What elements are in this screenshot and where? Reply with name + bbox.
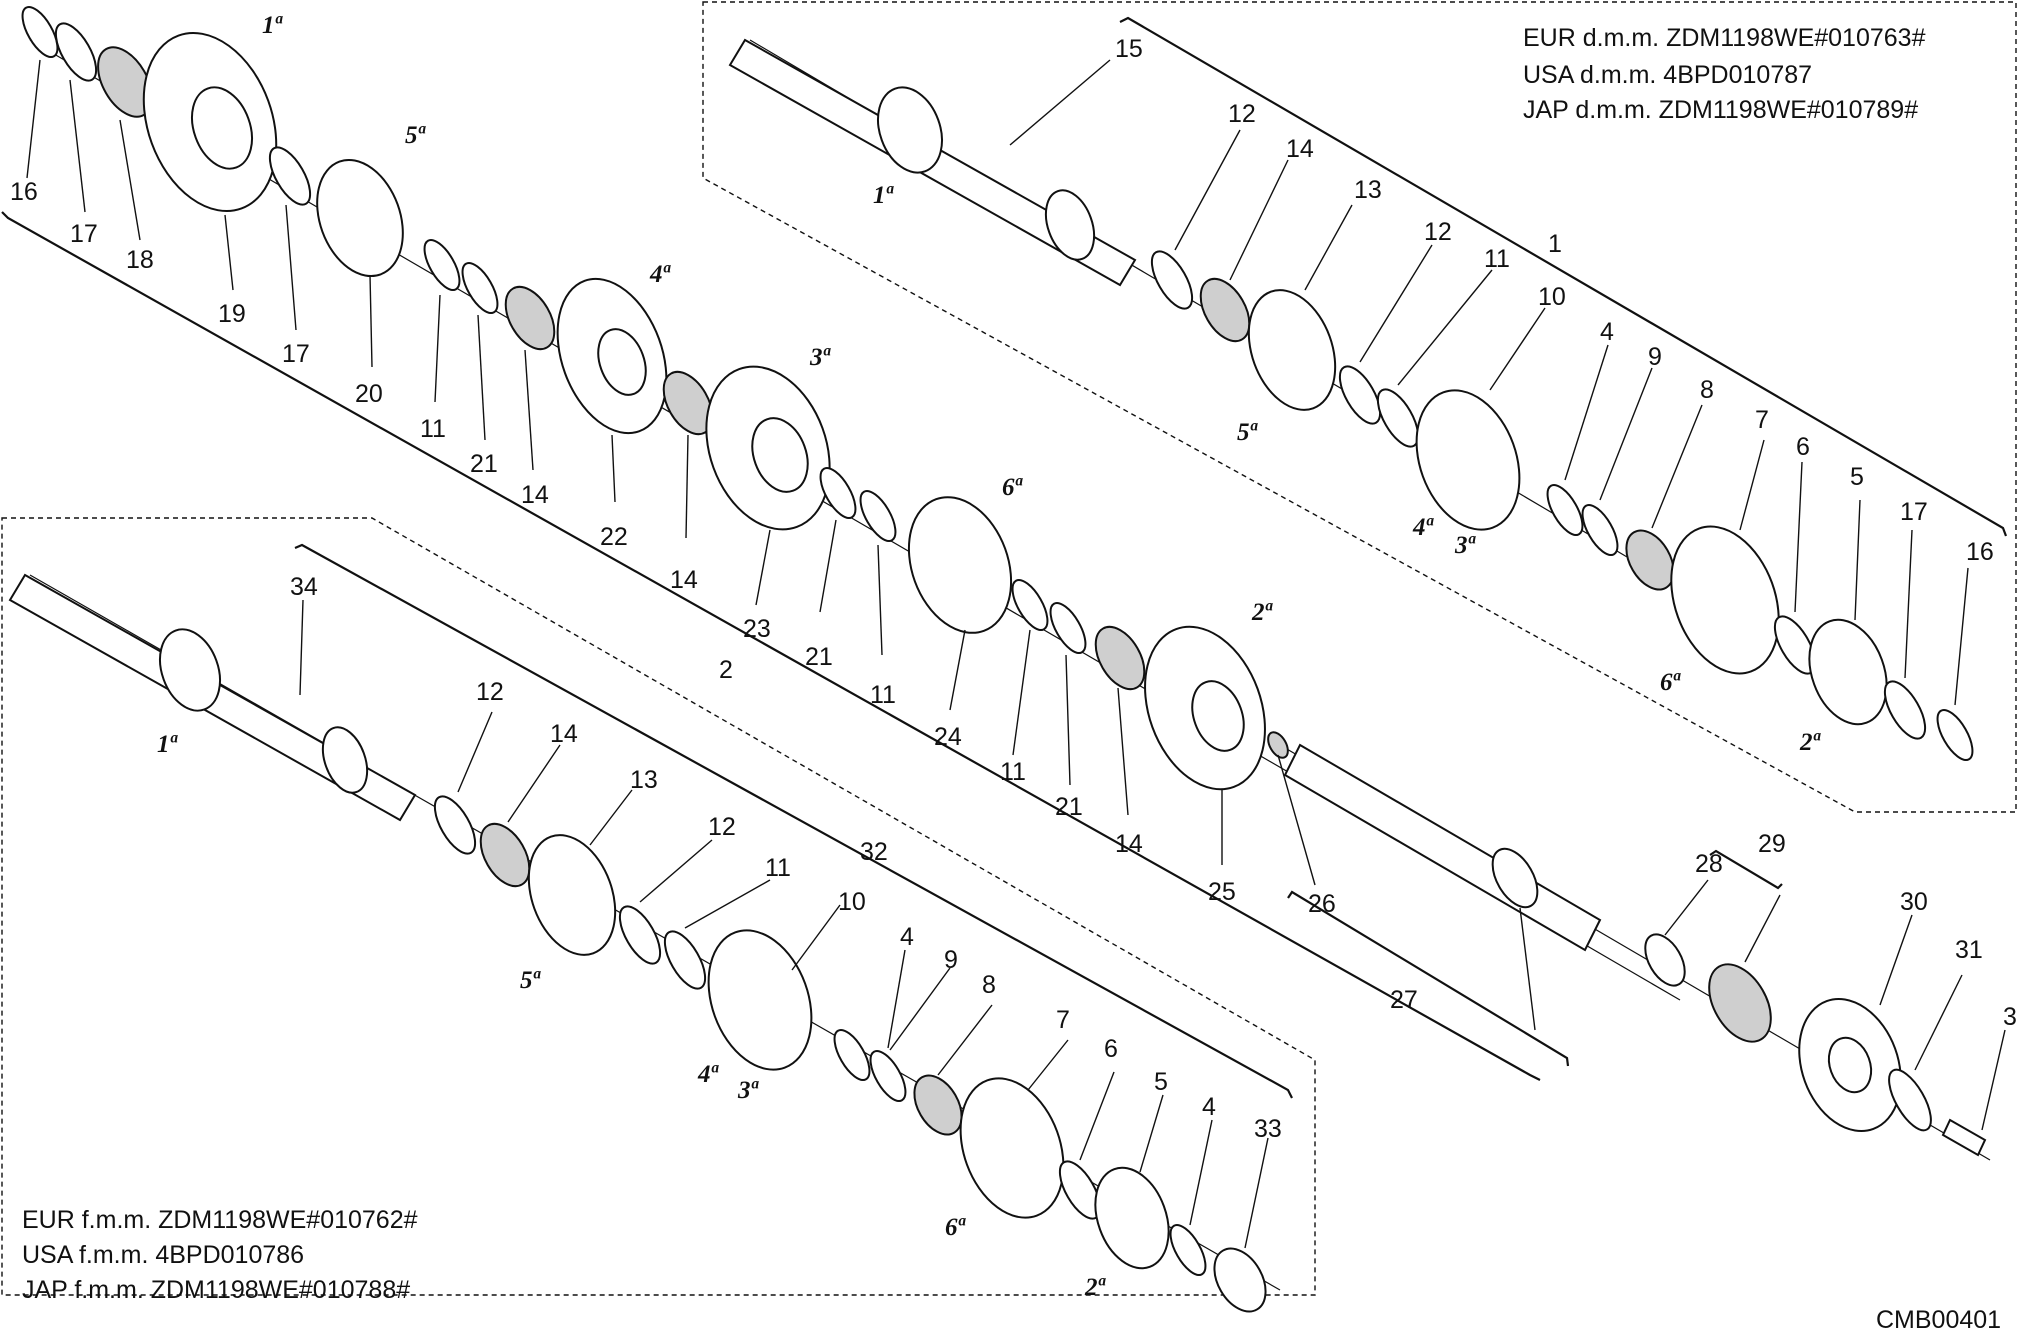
part-label: 21 — [470, 450, 498, 478]
part-label: 5 — [1850, 463, 1864, 491]
note-fmm-jap: JAP f.m.m. ZDM1198WE#010788# — [22, 1276, 410, 1304]
lower-left-group-box — [1, 517, 1316, 1296]
part-label: 12 — [476, 678, 504, 706]
part-label: 11 — [1484, 245, 1510, 273]
part-label: 4 — [900, 923, 914, 951]
part-label: 11 — [420, 415, 446, 443]
part-label: 28 — [1695, 850, 1723, 878]
gear-label: 3ª — [1454, 532, 1477, 559]
part-label: 9 — [1648, 343, 1662, 371]
part-label: 11 — [1000, 758, 1026, 786]
part-label: 21 — [1055, 793, 1083, 821]
part-label: 11 — [765, 854, 791, 882]
part-label: 22 — [600, 523, 628, 551]
part-label: 12 — [1228, 100, 1256, 128]
part-label: 14 — [521, 481, 549, 509]
part-label: 18 — [126, 246, 154, 274]
part-label: 33 — [1254, 1115, 1282, 1143]
part-label: 6 — [1104, 1035, 1118, 1063]
gear-label: 6ª — [1002, 474, 1024, 501]
part-label: 21 — [805, 643, 833, 671]
gear-label: 1ª — [873, 182, 895, 209]
gear-label: 4ª — [649, 261, 672, 288]
gear-label: 2ª — [1251, 599, 1274, 626]
gear-ratio-labels: 1ª 5ª 4ª 3ª 6ª 2ª 1ª 5ª 4ª 3ª 6ª 2ª 1ª 5… — [157, 12, 1822, 1301]
gear-label: 4ª — [697, 1061, 720, 1088]
part-label: 26 — [1308, 890, 1336, 918]
gear-label: 3ª — [737, 1077, 760, 1104]
drawing-code: CMB00401 — [1876, 1306, 2001, 1334]
part-label: 16 — [10, 178, 38, 206]
main-shaft-parts — [21, 6, 1987, 1157]
part-label: 11 — [870, 681, 896, 709]
part-label: 5 — [1154, 1068, 1168, 1096]
part-label: 14 — [1286, 135, 1314, 163]
part-label: 1 — [1548, 230, 1562, 258]
part-label: 9 — [944, 946, 958, 974]
upper-right-group-box — [702, 1, 2017, 813]
part-label: 15 — [1115, 35, 1143, 63]
part-number-labels: 16 17 18 19 17 20 11 21 14 22 14 23 21 1… — [10, 35, 2017, 1143]
part-label: 2 — [719, 656, 733, 684]
part-label: 4 — [1202, 1093, 1216, 1121]
part-label: 7 — [1056, 1006, 1070, 1034]
part-label: 7 — [1755, 406, 1769, 434]
part-label: 19 — [218, 300, 246, 328]
note-dmm-usa: USA d.m.m. 4BPD010787 — [1523, 61, 1812, 89]
note-fmm-usa: USA f.m.m. 4BPD010786 — [22, 1241, 304, 1269]
part-label: 16 — [1966, 538, 1994, 566]
note-fmm-eur: EUR f.m.m. ZDM1198WE#010762# — [22, 1206, 418, 1234]
part-label: 32 — [860, 838, 888, 866]
part-label: 17 — [282, 340, 310, 368]
part-label: 17 — [1900, 498, 1928, 526]
note-dmm-jap: JAP d.m.m. ZDM1198WE#010789# — [1523, 96, 1918, 124]
part-label: 10 — [838, 888, 866, 916]
bracket-lower-group — [294, 543, 1293, 1099]
bracket-29 — [1709, 849, 1783, 890]
part-label: 24 — [934, 723, 962, 751]
part-label: 25 — [1208, 878, 1236, 906]
part-label: 13 — [1354, 176, 1382, 204]
part-label: 8 — [1700, 376, 1714, 404]
bracket-output-shaft — [1287, 890, 1570, 1067]
part-label: 12 — [1424, 218, 1452, 246]
gear-label: 5ª — [520, 967, 542, 994]
gear-label: 1ª — [262, 12, 284, 39]
part-label: 8 — [982, 971, 996, 999]
part-label: 14 — [670, 566, 698, 594]
gear-label: 1ª — [157, 731, 179, 758]
part-label: 4 — [1600, 318, 1614, 346]
part-label: 34 — [290, 573, 318, 601]
part-label: 6 — [1796, 433, 1810, 461]
gear-label: 4ª — [1412, 514, 1435, 541]
gear-label: 2ª — [1799, 729, 1822, 756]
gear-label: 6ª — [945, 1214, 967, 1241]
gear-label: 2ª — [1084, 1274, 1107, 1301]
part-label: 27 — [1390, 986, 1418, 1014]
leader-lines — [26, 59, 2006, 1249]
gear-label: 3ª — [809, 344, 832, 371]
part-label: 14 — [550, 720, 578, 748]
part-label: 13 — [630, 766, 658, 794]
part-label: 14 — [1115, 830, 1143, 858]
lower-group-parts — [8, 573, 1267, 1313]
part-label: 23 — [743, 615, 771, 643]
note-dmm-eur: EUR d.m.m. ZDM1198WE#010763# — [1523, 24, 1926, 52]
bracket-main-shaft-group — [1, 211, 1541, 1081]
part-label: 30 — [1900, 888, 1928, 916]
gear-label: 5ª — [405, 122, 427, 149]
gear-label: 5ª — [1237, 419, 1259, 446]
part-label: 3 — [2003, 1003, 2017, 1031]
gear-label: 6ª — [1660, 669, 1682, 696]
bracket-upper-group — [1119, 16, 2008, 537]
part-label: 31 — [1955, 936, 1983, 964]
part-label: 17 — [70, 220, 98, 248]
part-label: 29 — [1758, 830, 1786, 858]
part-label: 20 — [355, 380, 383, 408]
part-label: 12 — [708, 813, 736, 841]
upper-group-parts — [728, 38, 1974, 761]
part-label: 10 — [1538, 283, 1566, 311]
